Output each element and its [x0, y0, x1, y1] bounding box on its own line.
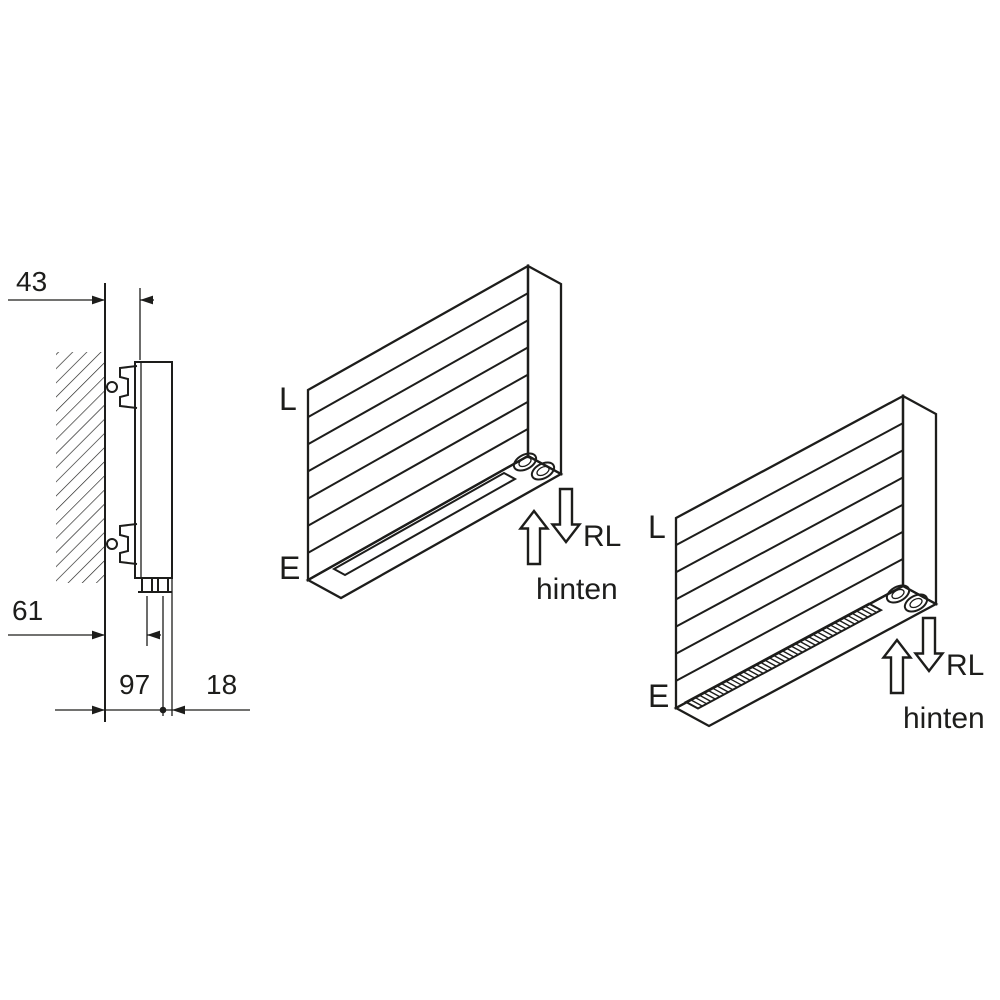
position-label-hinten: hinten	[903, 702, 985, 735]
flow-arrow-up-icon	[518, 509, 550, 566]
dim-arrow-left-icon	[147, 630, 160, 640]
slat-lines	[675, 422, 904, 682]
dim-arrow-right-icon	[92, 705, 105, 715]
dim-arrow-left-icon	[172, 705, 185, 715]
radiator-end-face	[901, 394, 938, 606]
dim-43-label: 43	[16, 266, 47, 297]
dim-18-label: 18	[206, 669, 237, 700]
radiator-front-face	[674, 394, 905, 710]
pipe-boss-2	[903, 593, 929, 613]
pipe-boss-1	[512, 452, 538, 472]
dim-chain-dot	[159, 706, 167, 714]
slat-lines	[307, 292, 529, 554]
radiator-end-face	[526, 264, 563, 476]
radiator-bottom-face	[305, 454, 564, 600]
dimension-97-18: 97 18	[55, 669, 250, 715]
flow-arrow-up-icon	[881, 638, 913, 695]
dimension-61: 61	[8, 595, 161, 640]
position-label-hinten: hinten	[536, 573, 618, 606]
radiator-iso-grille: L E RL hinten	[648, 394, 985, 735]
flow-arrow-down-icon	[913, 616, 945, 673]
radiator-panel-section	[134, 361, 173, 579]
flow-label-rl: RL	[583, 520, 621, 553]
label-supply: L	[648, 509, 666, 545]
bottom-slot-opening	[331, 471, 518, 577]
pipe-boss-2	[530, 461, 556, 481]
dim-arrow-left-icon	[140, 295, 153, 305]
dim-arrow-right-icon	[92, 295, 105, 305]
mounting-bracket-top	[105, 365, 138, 409]
dim-61-label: 61	[12, 595, 43, 626]
mounting-bracket-bottom	[105, 523, 138, 565]
label-return: E	[648, 678, 669, 714]
air-grille-ticks	[685, 602, 882, 710]
pipe-stub-1	[138, 577, 156, 593]
label-supply: L	[279, 381, 297, 417]
dim-arrow-right-icon	[92, 630, 105, 640]
side-view: 43 61 97 18	[8, 266, 250, 722]
wall-hatch	[56, 352, 105, 583]
radiator-iso-plain: L E RL hinten	[279, 264, 621, 606]
flow-arrow-down-icon	[550, 487, 582, 544]
dim-97-label: 97	[119, 669, 150, 700]
dimension-43: 43	[8, 266, 154, 305]
pipe-stub-2	[154, 577, 172, 593]
flow-label-rl: RL	[946, 649, 984, 682]
pipe-boss-1	[885, 584, 911, 604]
label-return: E	[279, 550, 300, 586]
